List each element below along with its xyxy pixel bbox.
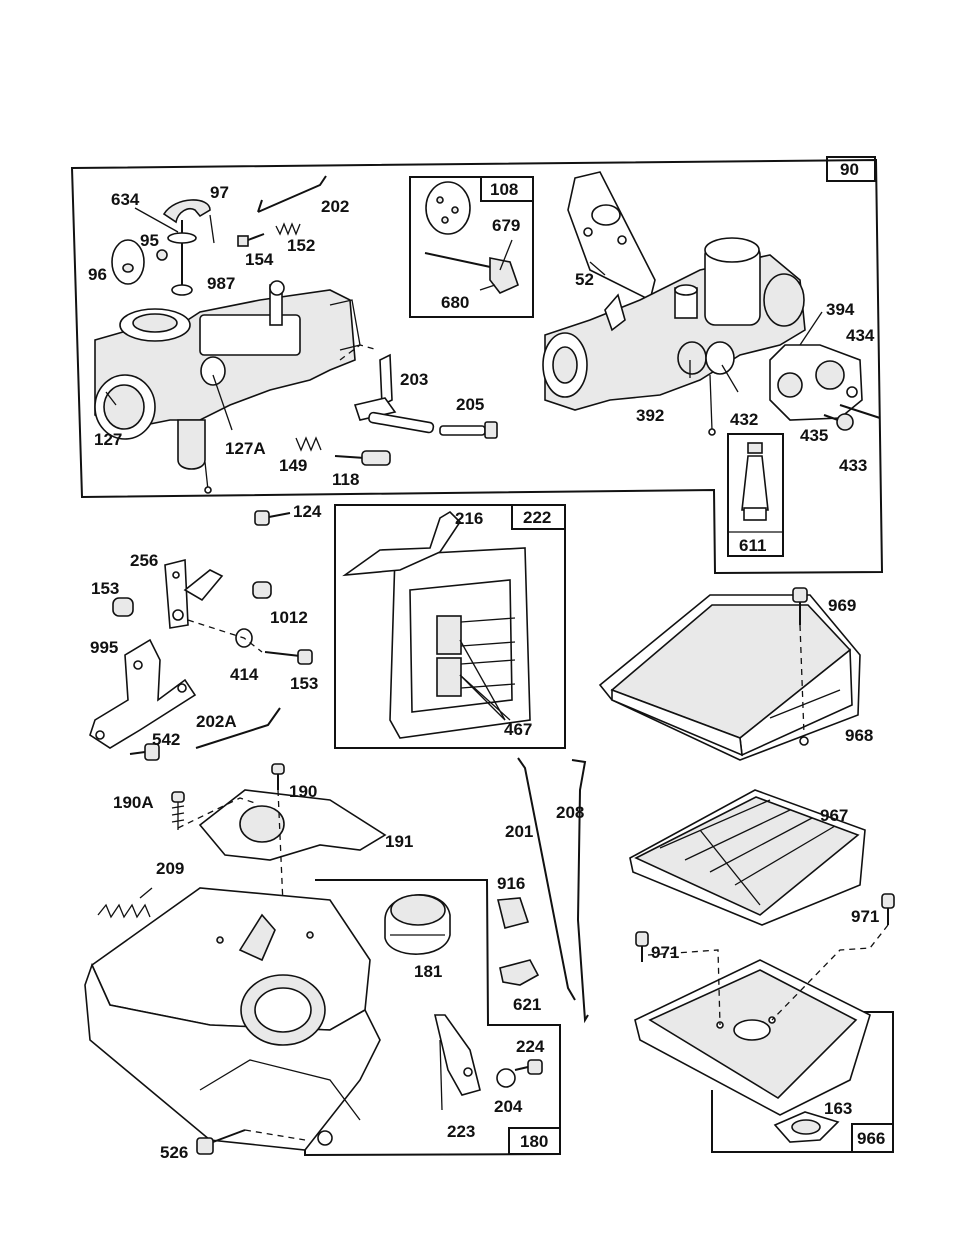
label-542: 542: [152, 730, 180, 749]
part-916-drawing: [498, 898, 528, 928]
label-202a: 202A: [196, 712, 237, 731]
label-97: 97: [210, 183, 229, 202]
label-52: 52: [575, 270, 594, 289]
callout-90: 90: [840, 160, 859, 179]
bracket-191-drawing: [178, 790, 385, 860]
label-223: 223: [447, 1122, 475, 1141]
link-208-drawing: [572, 760, 588, 1020]
label-205: 205: [456, 395, 484, 414]
label-190: 190: [289, 782, 317, 801]
label-209: 209: [156, 859, 184, 878]
label-392: 392: [636, 406, 664, 425]
label-163: 163: [824, 1099, 852, 1118]
washer-204-drawing: [497, 1069, 515, 1087]
spring-149-drawing: [296, 438, 321, 450]
carburetor-right-drawing: [543, 238, 805, 435]
spring-152-drawing: [276, 224, 300, 234]
air-cleaner-cover-drawing: [600, 595, 860, 760]
label-967: 967: [820, 806, 848, 825]
label-679: 679: [492, 216, 520, 235]
label-680: 680: [441, 293, 469, 312]
label-434: 434: [846, 326, 875, 345]
part-621-drawing: [500, 960, 538, 985]
link-202-drawing: [258, 176, 326, 212]
label-96: 96: [88, 265, 107, 284]
fuel-cap-drawing: [385, 895, 450, 954]
pump-cover-drawing: [770, 345, 862, 420]
callout-611: 611: [739, 536, 766, 555]
callout-180: 180: [520, 1132, 548, 1151]
screw-205-drawing: [440, 422, 497, 438]
screw-124-drawing: [255, 511, 290, 525]
label-467: 467: [504, 720, 532, 739]
label-433: 433: [839, 456, 867, 475]
label-203: 203: [400, 370, 428, 389]
label-204: 204: [494, 1097, 523, 1116]
label-216: 216: [455, 509, 483, 528]
label-971b: 971: [851, 907, 879, 926]
label-190a: 190A: [113, 793, 154, 812]
label-634: 634: [111, 190, 140, 209]
label-153b: 153: [290, 674, 318, 693]
label-968: 968: [845, 726, 873, 745]
spring-209-drawing: [98, 888, 152, 917]
ignition-module-drawing: [345, 512, 530, 738]
carburetor-left-drawing: [95, 281, 360, 493]
fuel-tank-drawing: [85, 888, 380, 1150]
label-987: 987: [207, 274, 235, 293]
label-127: 127: [94, 430, 122, 449]
label-1012: 1012: [270, 608, 308, 627]
label-191: 191: [385, 832, 413, 851]
label-526: 526: [160, 1143, 188, 1162]
label-202: 202: [321, 197, 349, 216]
screw-153-drawing: [265, 650, 312, 664]
screw-1012-drawing: [253, 582, 271, 598]
screw-190a-drawing: [172, 792, 184, 830]
callout-966: 966: [857, 1129, 885, 1148]
fuel-pipe-drawing: [742, 443, 768, 520]
label-971a: 971: [651, 943, 679, 962]
label-124: 124: [293, 502, 322, 521]
label-969: 969: [828, 596, 856, 615]
label-127a: 127A: [225, 439, 266, 458]
needle-valve-drawing: [335, 451, 390, 465]
label-224: 224: [516, 1037, 545, 1056]
screw-224-drawing: [515, 1060, 542, 1074]
air-cleaner-base-drawing: [635, 960, 870, 1115]
label-149: 149: [279, 456, 307, 475]
label-414: 414: [230, 665, 259, 684]
callout-108: 108: [490, 180, 518, 199]
bushing-153-drawing: [113, 598, 133, 616]
label-208: 208: [556, 803, 584, 822]
label-95: 95: [140, 231, 159, 250]
callout-222: 222: [523, 508, 551, 527]
bracket-223-drawing: [435, 1015, 480, 1110]
lever-256-drawing: [165, 560, 222, 628]
label-201: 201: [505, 822, 533, 841]
label-995: 995: [90, 638, 118, 657]
screw-154-drawing: [238, 234, 264, 246]
label-432: 432: [730, 410, 758, 429]
label-154: 154: [245, 250, 274, 269]
label-181: 181: [414, 962, 442, 981]
label-916: 916: [497, 874, 525, 893]
label-256: 256: [130, 551, 158, 570]
label-394: 394: [826, 300, 855, 319]
label-152: 152: [287, 236, 315, 255]
label-153a: 153: [91, 579, 119, 598]
label-435: 435: [800, 426, 828, 445]
label-118: 118: [332, 470, 359, 489]
label-621: 621: [513, 995, 541, 1014]
